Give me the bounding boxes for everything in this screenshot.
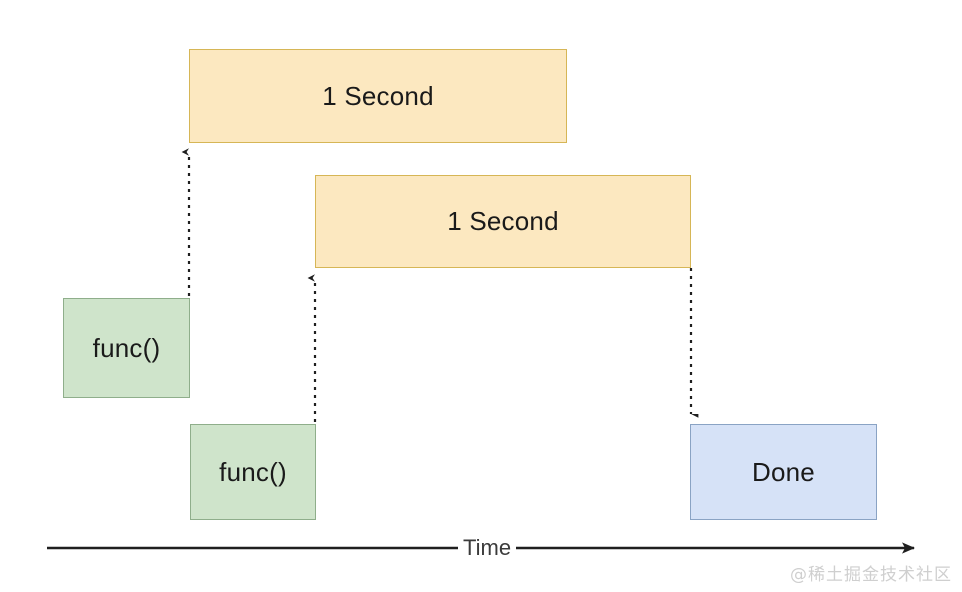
time-axis-label: Time: [458, 537, 517, 559]
node-done[interactable]: Done: [690, 424, 877, 520]
node-label: Done: [752, 456, 815, 487]
node-second-2[interactable]: 1 Second: [315, 175, 691, 268]
node-label: func(): [219, 456, 287, 487]
node-second-1[interactable]: 1 Second: [189, 49, 567, 143]
watermark: @稀土掘金技术社区: [790, 565, 952, 585]
node-label: 1 Second: [322, 80, 434, 111]
node-label: 1 Second: [447, 206, 559, 236]
node-func-2[interactable]: func(): [190, 424, 316, 520]
node-func-1[interactable]: func(): [63, 298, 190, 398]
node-label: func(): [92, 332, 161, 363]
